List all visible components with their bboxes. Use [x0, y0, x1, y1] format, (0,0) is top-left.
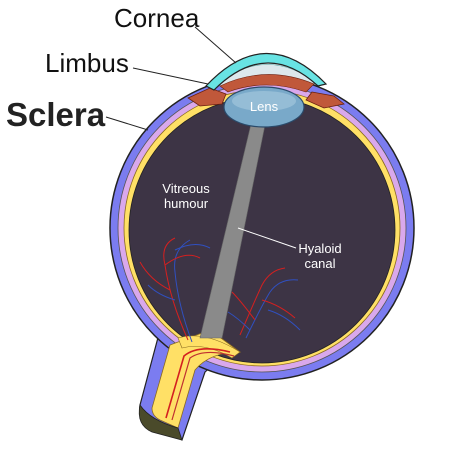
limbus-leader — [132, 67, 209, 85]
label-lens: Lens — [250, 99, 279, 114]
hyaloid-leader — [237, 227, 297, 249]
label-limbus: Limbus — [45, 48, 129, 78]
label-hyaloid-2: canal — [304, 256, 335, 271]
label-hyaloid-1: Hyaloid — [298, 241, 341, 256]
iris-left — [187, 87, 227, 107]
label-vitreous-2: humour — [164, 196, 209, 211]
sclera-leader — [105, 116, 149, 131]
retinal-vessels — [139, 237, 301, 343]
lens-highlight — [232, 91, 296, 111]
label-cornea: Cornea — [114, 3, 200, 33]
cornea-leader — [194, 26, 237, 64]
label-sclera: Sclera — [6, 96, 106, 133]
optic-disc — [177, 335, 241, 359]
central-retinal-artery — [165, 348, 231, 419]
central-retinal-vein — [171, 351, 235, 421]
optic-nerve-cap — [138, 403, 183, 441]
iris-band — [219, 74, 315, 93]
iris-right — [305, 91, 345, 109]
label-vitreous-1: Vitreous — [162, 181, 210, 196]
